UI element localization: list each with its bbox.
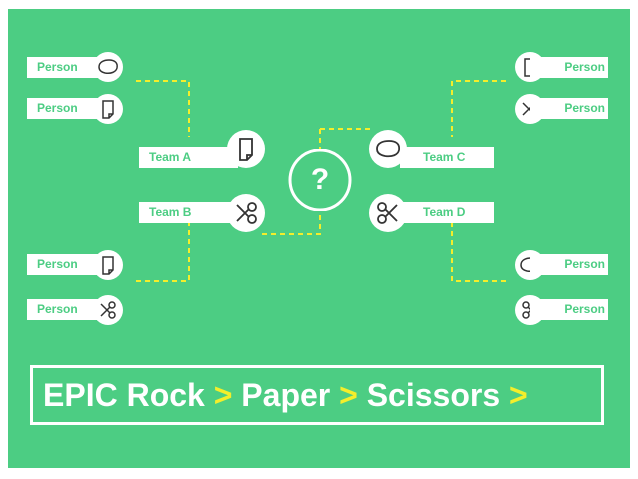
- team-c-label: Team C: [400, 147, 494, 168]
- left-player-1-label: Person: [27, 57, 101, 78]
- bracket-canvas: Person Person Person Person Team A Team …: [8, 9, 630, 468]
- banner-word-paper: Paper: [241, 377, 331, 413]
- connector-right-upper: [451, 80, 506, 137]
- connector-center-top: [319, 128, 374, 149]
- right-player-2-label: Person: [530, 98, 608, 119]
- team-b-label: Team B: [139, 202, 238, 223]
- bracket-connectors: [136, 80, 506, 282]
- scissors-icon: [93, 295, 123, 325]
- winner-placeholder: ?: [285, 149, 355, 211]
- connector-left-lower: [136, 223, 190, 282]
- team-a-label: Team A: [139, 147, 238, 168]
- right-player-3-label: Person: [530, 254, 608, 275]
- scissors-icon: [369, 194, 407, 232]
- banner-separator-1: >: [213, 377, 233, 413]
- left-player-2-label: Person: [27, 98, 101, 119]
- title-banner: EPIC Rock > Paper > Scissors >: [30, 365, 604, 425]
- right-player-4-label: Person: [530, 299, 608, 320]
- banner-separator-2: >: [339, 377, 358, 413]
- paper-icon: [93, 250, 123, 280]
- banner-word-rock: EPIC Rock: [43, 377, 205, 413]
- left-player-4-label: Person: [27, 299, 101, 320]
- paper-icon: [93, 94, 123, 124]
- rock-icon: [93, 52, 123, 82]
- left-player-3-label: Person: [27, 254, 101, 275]
- connector-left-upper: [136, 80, 190, 137]
- banner-separator-3: >: [509, 377, 528, 413]
- connector-center-bottom: [262, 211, 321, 235]
- right-player-1-label: Person: [530, 57, 608, 78]
- winner-question-mark: ?: [310, 163, 330, 196]
- paper-icon: [227, 130, 265, 168]
- team-d-label: Team D: [400, 202, 494, 223]
- banner-word-scissors: Scissors: [366, 377, 501, 413]
- scissors-icon: [227, 194, 265, 232]
- connector-right-lower: [451, 223, 506, 282]
